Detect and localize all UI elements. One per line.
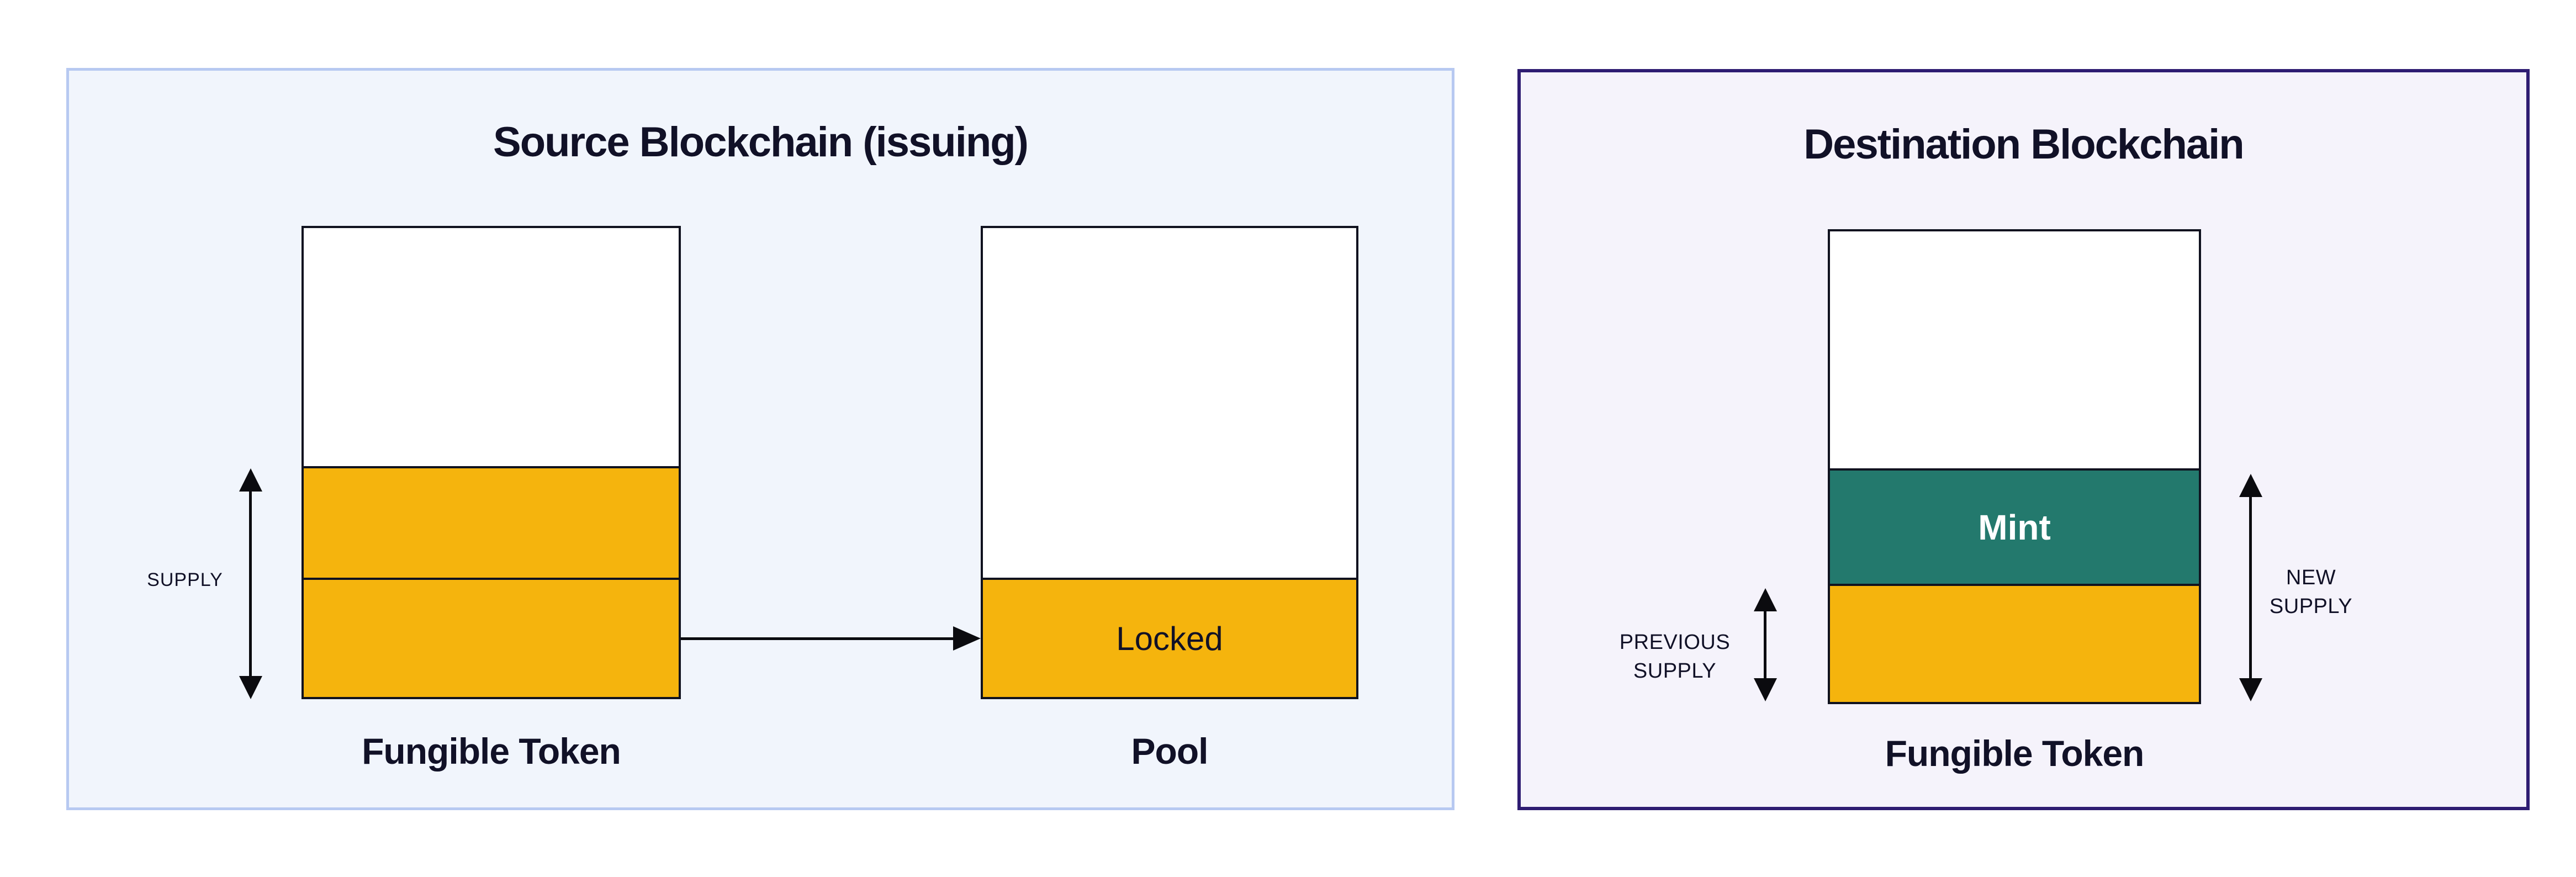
arrow-down-head: [1754, 678, 1777, 701]
destination-panel-title: Destination Blockchain: [1803, 121, 2244, 168]
arrow-down-head: [2239, 678, 2262, 701]
pool-box: Locked: [981, 226, 1358, 699]
previous-supply-range-arrow-icon: [1754, 588, 1777, 701]
locked-label: Locked: [1116, 620, 1223, 657]
previous-supply-label: PREVIOUS SUPPLY: [1564, 628, 1785, 685]
pool-locked-segment: Locked: [983, 578, 1356, 697]
arrow-up-head: [1754, 588, 1777, 611]
arrow-shaft: [2249, 494, 2252, 681]
pool-caption: Pool: [1131, 731, 1209, 772]
new-supply-label-line1: NEW: [2286, 566, 2336, 589]
arrow-shaft: [249, 488, 252, 679]
source-blockchain-panel: Source Blockchain (issuing) SUPPLY Locke…: [66, 68, 1454, 810]
mint-label: Mint: [1978, 507, 2051, 547]
source-fungible-token-box: [301, 226, 681, 699]
arrow-right-head: [953, 626, 981, 651]
supply-range-arrow-icon: [239, 468, 262, 699]
arrow-up-head: [239, 468, 262, 492]
lock-transfer-arrow-icon: [681, 626, 981, 651]
pool-empty-segment: [983, 228, 1356, 578]
arrow-shaft: [1764, 608, 1766, 681]
destination-token-previous-supply-segment: [1830, 584, 2199, 702]
new-supply-range-arrow-icon: [2239, 474, 2262, 701]
arrow-up-head: [2239, 474, 2262, 497]
new-supply-label-line2: SUPPLY: [2269, 595, 2353, 618]
arrow-down-head: [239, 676, 262, 699]
source-token-unissued-segment: [304, 228, 679, 466]
previous-supply-label-line1: PREVIOUS: [1619, 631, 1731, 654]
previous-supply-label-line2: SUPPLY: [1633, 659, 1717, 683]
source-panel-title: Source Blockchain (issuing): [493, 119, 1029, 166]
destination-token-mint-segment: Mint: [1830, 468, 2199, 584]
new-supply-label: NEW SUPPLY: [2201, 563, 2421, 621]
source-fungible-token-caption: Fungible Token: [362, 731, 621, 772]
source-token-supply-lower-segment: [304, 578, 679, 697]
destination-fungible-token-box: Mint: [1828, 229, 2201, 704]
destination-blockchain-panel: Destination Blockchain Mint PREVIOUS SUP…: [1517, 69, 2530, 810]
arrow-shaft: [681, 637, 953, 640]
source-token-supply-upper-segment: [304, 466, 679, 578]
supply-label: SUPPLY: [147, 569, 223, 590]
destination-fungible-token-caption: Fungible Token: [1885, 733, 2145, 774]
destination-token-unissued-segment: [1830, 231, 2199, 468]
